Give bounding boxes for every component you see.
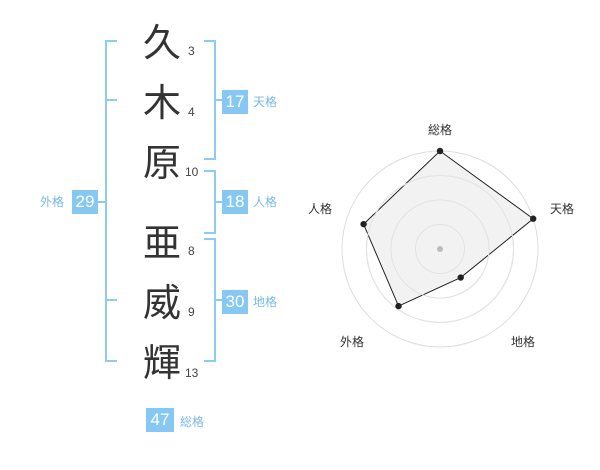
gaikaku-inner-tick-top	[105, 99, 117, 101]
soukaku-value-badge: 47	[146, 408, 174, 432]
soukaku-label: 総格	[180, 415, 205, 429]
chikaku-value-badge: 30	[222, 290, 248, 314]
radar-ring-overlay-1	[415, 224, 465, 274]
tenkaku-label: 天格	[253, 95, 278, 109]
chikaku-label: 地格	[253, 295, 278, 309]
tenkaku-value-badge: 17	[222, 90, 248, 114]
jinkaku-connector	[214, 201, 222, 203]
stroke-count-5: 9	[188, 305, 195, 319]
tenkaku-connector	[214, 99, 222, 101]
radar-axis-label-jinkaku: 人格	[308, 202, 333, 216]
radar-ring-overlay-2	[390, 199, 490, 299]
gaikaku-label: 外格	[40, 195, 65, 209]
chikaku-connector	[214, 299, 222, 301]
name-char-1: 久	[142, 21, 181, 65]
name-char-4: 亜	[142, 221, 181, 265]
gaikaku-inner-tick-bottom	[105, 299, 117, 301]
radar-axis-label-gaikaku: 外格	[340, 335, 365, 349]
stroke-count-2: 4	[188, 105, 195, 119]
radar-axis-label-chikaku: 地格	[511, 335, 536, 349]
gaikaku-connector	[97, 201, 107, 203]
name-char-2: 木	[142, 81, 181, 125]
stroke-count-4: 8	[188, 244, 195, 258]
gaikaku-value-badge: 29	[72, 190, 98, 214]
jinkaku-label: 人格	[253, 195, 278, 209]
radar-point-1	[436, 147, 444, 155]
radar-point-2	[530, 215, 537, 222]
stroke-count-6: 13	[185, 366, 199, 380]
jinkaku-value-badge: 18	[222, 190, 248, 214]
name-char-5: 威	[142, 281, 181, 325]
radar-axis-label-tenkaku: 天格	[550, 202, 575, 216]
stroke-count-3: 10	[185, 165, 199, 179]
radar-ring-overlay-3	[366, 175, 514, 323]
name-char-6: 輝	[142, 341, 181, 385]
name-char-3: 原	[142, 141, 181, 185]
radar-point-4	[395, 302, 402, 310]
stroke-count-1: 3	[188, 44, 195, 58]
radar-center-dot	[437, 246, 443, 252]
radar-point-3	[457, 274, 464, 281]
radar-point-5	[360, 220, 367, 228]
radar-axis-label-soukaku: 総格	[428, 123, 453, 137]
